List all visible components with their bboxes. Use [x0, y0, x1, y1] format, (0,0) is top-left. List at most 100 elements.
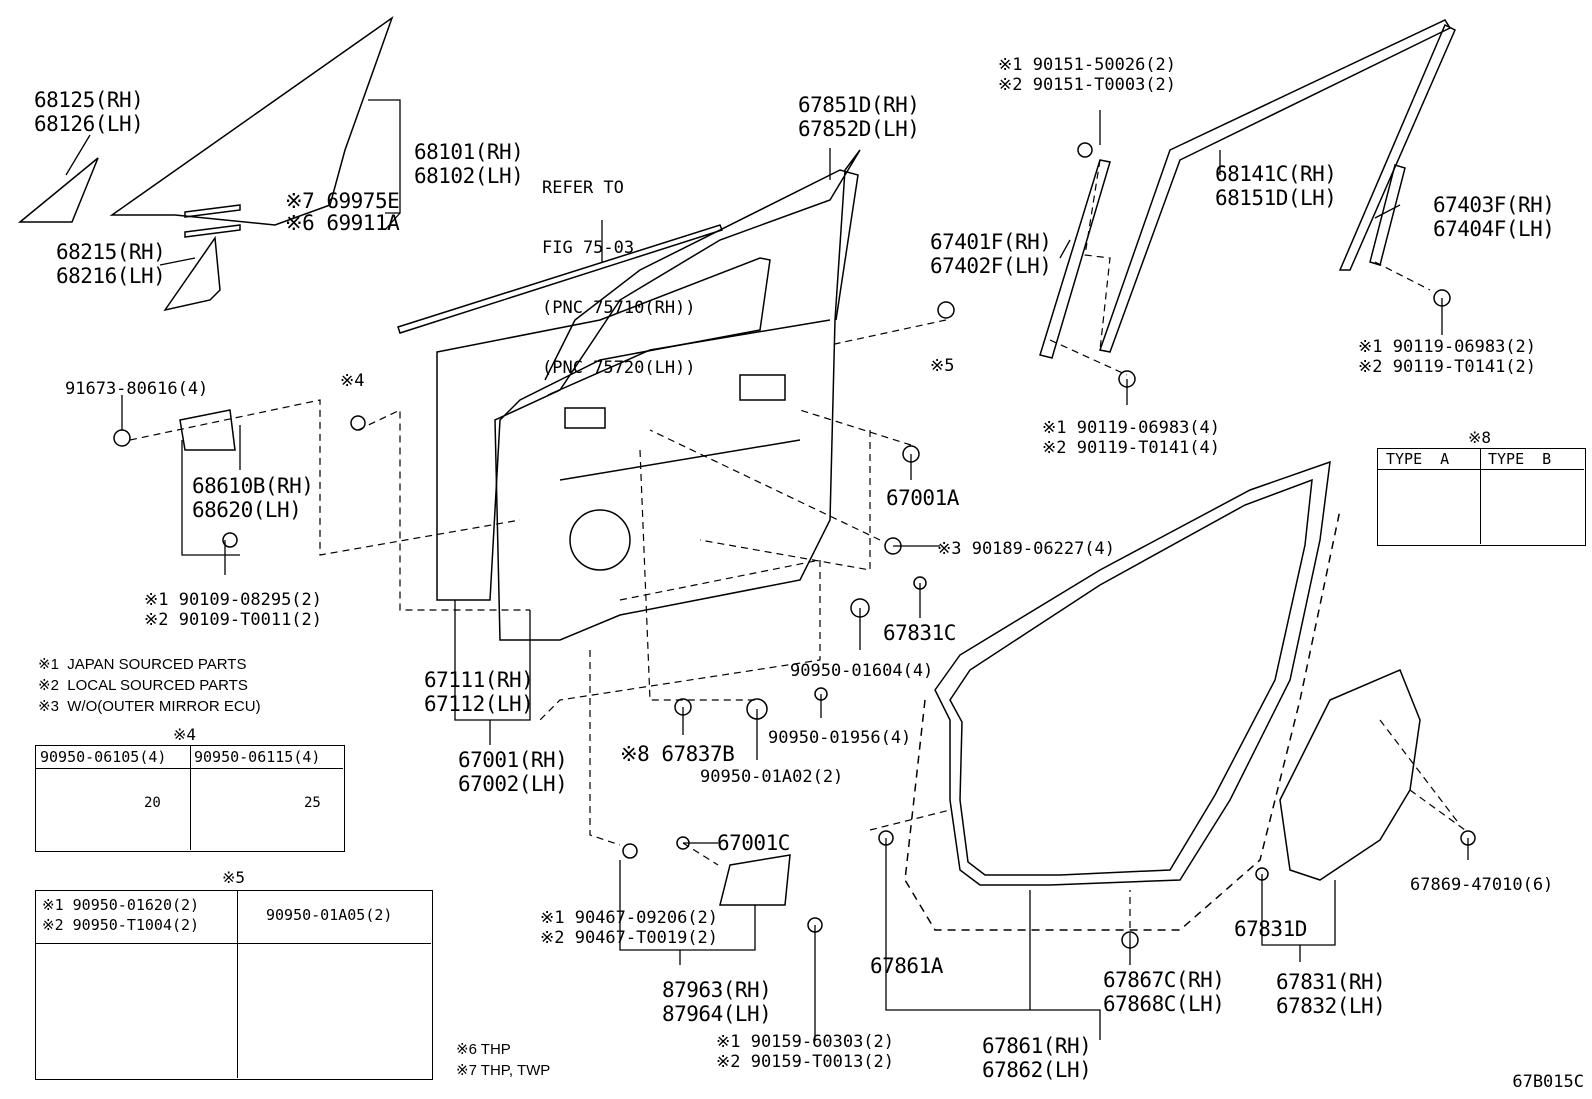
part-67831: 67831(RH)67832(LH)	[1276, 970, 1386, 1018]
part-91673: 91673-80616(4)	[65, 379, 209, 399]
table8-type-b: TYPE B	[1488, 450, 1552, 468]
part-67831d: 67831D	[1234, 917, 1307, 941]
note-3: ※3 W/O(OUTER MIRROR ECU)	[38, 698, 261, 715]
part-68216-lh: 68216(LH)	[56, 264, 166, 288]
part-67001: 67001(RH)67002(LH)	[458, 748, 568, 796]
part-68610b: 68610B(RH)68620(LH)	[192, 474, 314, 522]
part-87964-lh: 87964(LH)	[662, 1002, 772, 1026]
part-87963: 87963(RH)87964(LH)	[662, 978, 772, 1026]
mark-4: ※4	[340, 371, 365, 391]
table4-col-divider	[190, 746, 191, 850]
frame-mouldings	[1039, 19, 1456, 359]
table5-col2: 90950-01A05(2)	[266, 906, 393, 924]
part-67112-lh: 67112(LH)	[424, 692, 534, 716]
part-67831-rh: 67831(RH)	[1276, 970, 1386, 994]
part-68215-rh: 68215(RH)	[56, 240, 166, 264]
note-6: ※6 THP	[456, 1041, 511, 1058]
part-67404f-lh: 67404F(LH)	[1433, 217, 1555, 241]
table5: ※1 90950-01620(2) ※2 90950-T1004(2) 9095…	[35, 890, 433, 1080]
part-68215: 68215(RH)68216(LH)	[56, 240, 166, 288]
part-67001c: 67001C	[717, 831, 790, 855]
part-67861a: 67861A	[870, 954, 943, 978]
table4-col2: 90950-06115(4)	[194, 748, 321, 766]
part-69911a: ※6 69911A	[285, 211, 400, 235]
part-68620-lh: 68620(LH)	[192, 498, 302, 522]
refer-line-2: FIG 75-03	[542, 238, 635, 258]
part-69975e: ※7 69975E	[285, 189, 400, 213]
part-67852d-lh: 67852D(LH)	[798, 117, 920, 141]
door-outer-panel	[436, 149, 861, 641]
part-68141c: 68141C(RH)68151D(LH)	[1215, 162, 1337, 210]
belt-moulding	[397, 224, 723, 334]
part-68141c-rh: 68141C(RH)	[1215, 162, 1337, 186]
part-90467-local: ※2 90467-T0019(2)	[540, 928, 719, 948]
note-2: ※2 LOCAL SOURCED PARTS	[38, 677, 248, 694]
note-7: ※7 THP, TWP	[456, 1062, 551, 1079]
refer-line-3: (PNC 75710(RH))	[542, 298, 696, 318]
door-weatherstrip	[904, 460, 1341, 931]
part-67401f-rh: 67401F(RH)	[930, 230, 1052, 254]
part-67111: 67111(RH)67112(LH)	[424, 668, 534, 716]
part-67867c-rh: 67867C(RH)	[1103, 968, 1225, 992]
part-90119-2-japan: ※1 90119-06983(2)	[1358, 337, 1537, 357]
table5-header-divider	[36, 943, 431, 944]
part-68101: 68101(RH)68102(LH)	[414, 140, 524, 188]
part-90159-local: ※2 90159-T0013(2)	[716, 1052, 895, 1072]
table5-col1-japan: ※1 90950-01620(2)	[42, 896, 200, 914]
mark-5: ※5	[930, 356, 955, 376]
part-90159: ※1 90159-60303(2)※2 90159-T0013(2)	[716, 1032, 894, 1072]
part-67867c: 67867C(RH)67868C(LH)	[1103, 968, 1225, 1016]
part-90159-japan: ※1 90159-60303(2)	[716, 1032, 895, 1052]
part-90119-2: ※1 90119-06983(2)※2 90119-T0141(2)	[1358, 337, 1536, 377]
part-90950-01a02: 90950-01A02(2)	[700, 767, 844, 787]
table8: TYPE A TYPE B	[1377, 448, 1586, 546]
part-67403f: 67403F(RH)67404F(LH)	[1433, 193, 1555, 241]
part-67868c-lh: 67868C(LH)	[1103, 992, 1225, 1016]
table8-type-a: TYPE A	[1386, 450, 1450, 468]
refer-line-1: REFER TO	[542, 178, 624, 198]
part-90109-local: ※2 90109-T0011(2)	[144, 610, 323, 630]
part-90467-japan: ※1 90467-09206(2)	[540, 908, 719, 928]
table8-col-divider	[1480, 449, 1481, 544]
part-67837b: ※8 67837B	[620, 742, 735, 766]
part-90950-01604: 90950-01604(4)	[790, 661, 934, 681]
leader-lines	[65, 99, 1469, 1040]
table8-header-divider	[1378, 469, 1584, 470]
part-67002-lh: 67002(LH)	[458, 772, 568, 796]
part-68610b-rh: 68610B(RH)	[192, 474, 314, 498]
table4-dim-25: 25	[304, 795, 321, 811]
part-68125-rh: 68125(RH)	[34, 88, 144, 112]
part-67869: 67869-47010(6)	[1410, 875, 1554, 895]
part-87963-rh: 87963(RH)	[662, 978, 772, 1002]
part-68151d-lh: 68151D(LH)	[1215, 186, 1337, 210]
part-67401f: 67401F(RH)67402F(LH)	[930, 230, 1052, 278]
table4-dim-20: 20	[144, 795, 161, 811]
part-90119-2-local: ※2 90119-T0141(2)	[1358, 357, 1537, 377]
table5-col1-local: ※2 90950-T1004(2)	[42, 916, 200, 934]
part-68125: 68125(RH)68126(LH)	[34, 88, 144, 136]
part-67851d: 67851D(RH)67852D(LH)	[798, 93, 920, 141]
table8-title: ※8	[1468, 428, 1492, 447]
part-67831c: 67831C	[883, 621, 956, 645]
part-90950-01956: 90950-01956(4)	[768, 728, 912, 748]
table5-title: ※5	[222, 868, 246, 887]
part-90119-4: ※1 90119-06983(4)※2 90119-T0141(4)	[1042, 418, 1220, 458]
part-68126-lh: 68126(LH)	[34, 112, 144, 136]
table5-col-divider	[237, 891, 238, 1078]
part-67403f-rh: 67403F(RH)	[1433, 193, 1555, 217]
service-hole-cover	[1279, 669, 1421, 881]
note-1: ※1 JAPAN SOURCED PARTS	[38, 656, 247, 673]
part-67001a: 67001A	[886, 486, 959, 510]
part-67832-lh: 67832(LH)	[1276, 994, 1386, 1018]
table4-col1: 90950-06105(4)	[40, 748, 167, 766]
part-67111-rh: 67111(RH)	[424, 668, 534, 692]
refer-line-4: (PNC 75720(LH))	[542, 358, 696, 378]
part-90119-4-local: ※2 90119-T0141(4)	[1042, 438, 1221, 458]
part-68101-rh: 68101(RH)	[414, 140, 524, 164]
part-90109: ※1 90109-08295(2)※2 90109-T0011(2)	[144, 590, 322, 630]
part-67001-rh: 67001(RH)	[458, 748, 568, 772]
part-67861-rh: 67861(RH)	[982, 1034, 1092, 1058]
refer-note: REFER TO FIG 75-03 (PNC 75710(RH)) (PNC …	[542, 138, 696, 398]
part-90119-4-japan: ※1 90119-06983(4)	[1042, 418, 1221, 438]
table4: 90950-06105(4) 90950-06115(4) 20 25	[35, 745, 345, 852]
